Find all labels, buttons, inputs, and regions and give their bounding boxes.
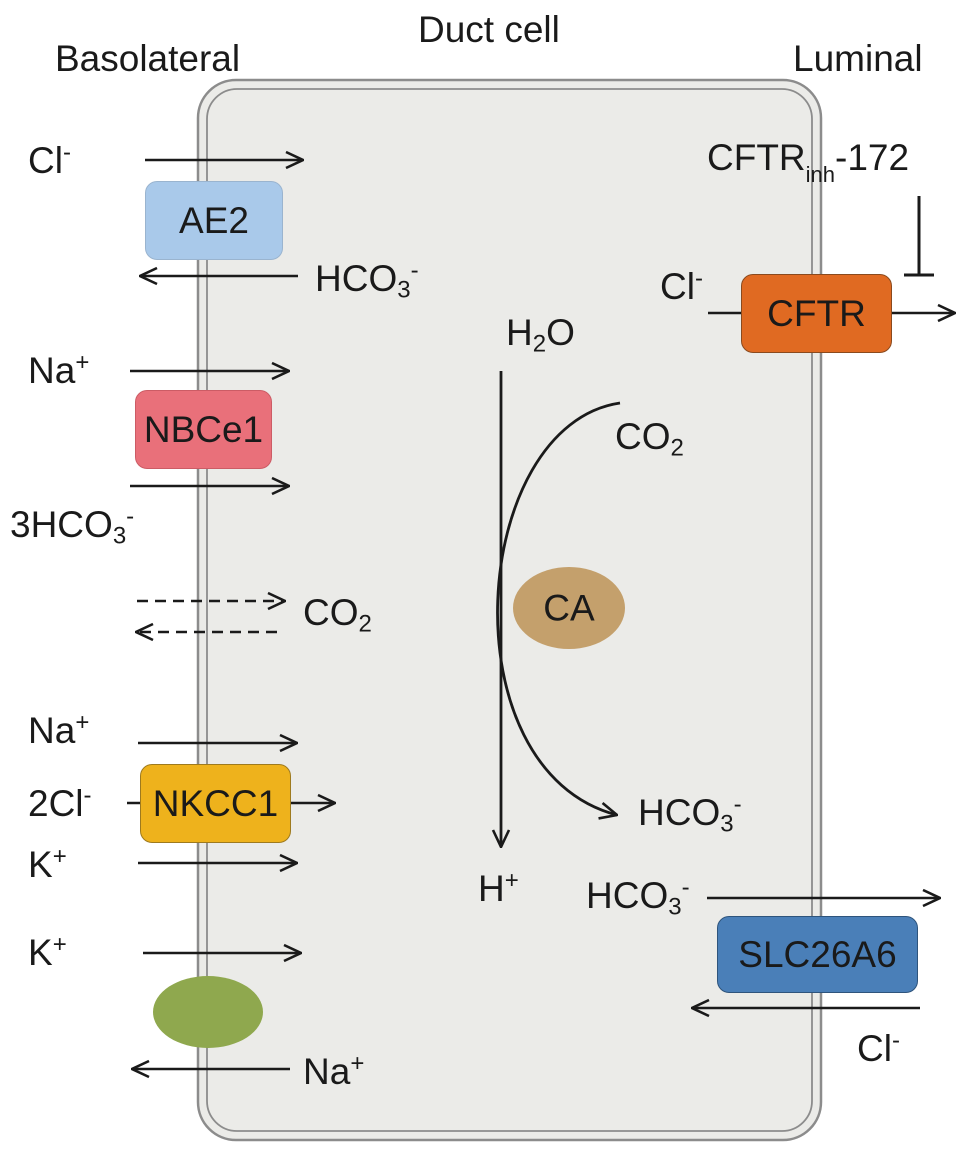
inhibitor-sub: inh (805, 162, 836, 188)
cell-outer-border (196, 78, 823, 1142)
carbonic-anhydrase (513, 567, 625, 649)
cftr-label: CFTR (767, 292, 866, 334)
slc26a6-transporter: SLC26A6 (717, 916, 918, 993)
inhibitor-main: CFTR (707, 137, 806, 178)
co2-reaction-label: CO2 (615, 416, 684, 462)
nbce1-na-label: Na+ (28, 348, 90, 391)
inhibitor-suffix: -172 (835, 137, 910, 178)
hco3-product-label: HCO3- (638, 790, 742, 838)
duct-cell-header: Duct cell (418, 9, 560, 50)
pump-k-label: K+ (28, 930, 67, 973)
proton-label: H+ (478, 866, 519, 909)
pump-na-label: Na+ (303, 1049, 365, 1092)
ae2-transporter: AE2 (145, 181, 283, 260)
nkcc1-k-label: K+ (28, 842, 67, 885)
nbce1-hco3-label: 3HCO3- (10, 502, 135, 550)
slc26a6-label: SLC26A6 (738, 933, 897, 975)
ae2-hco3-label: HCO3- (315, 256, 419, 304)
nbce1-label: NBCe1 (143, 408, 264, 450)
nkcc1-label: NKCC1 (152, 782, 279, 824)
ca-label: CA (543, 587, 595, 629)
cell-inner-border (206, 88, 813, 1132)
co2-to-hco3-curve (496, 401, 621, 815)
co2-diffusion-label: CO2 (303, 592, 372, 638)
slc-hco3-label: HCO3- (586, 873, 690, 921)
ae2-cl-label: Cl- (28, 138, 71, 181)
cftr-inhibitor-label: CFTRinh-172 (707, 137, 910, 186)
nkcc1-transporter: NKCC1 (140, 764, 291, 843)
luminal-header: Luminal (793, 38, 923, 79)
nkcc1-na-label: Na+ (28, 708, 90, 751)
cftr-cl-label: Cl- (660, 264, 703, 307)
basolateral-header: Basolateral (55, 38, 241, 79)
ae2-label: AE2 (179, 199, 249, 241)
cftr-transporter: CFTR (741, 274, 892, 353)
nkcc1-cl-label: 2Cl- (28, 781, 92, 824)
nbce1-transporter: NBCe1 (135, 390, 272, 469)
na-k-pump (153, 976, 263, 1048)
slc-cl-label: Cl- (857, 1026, 900, 1069)
water-label: H2O (506, 312, 575, 358)
